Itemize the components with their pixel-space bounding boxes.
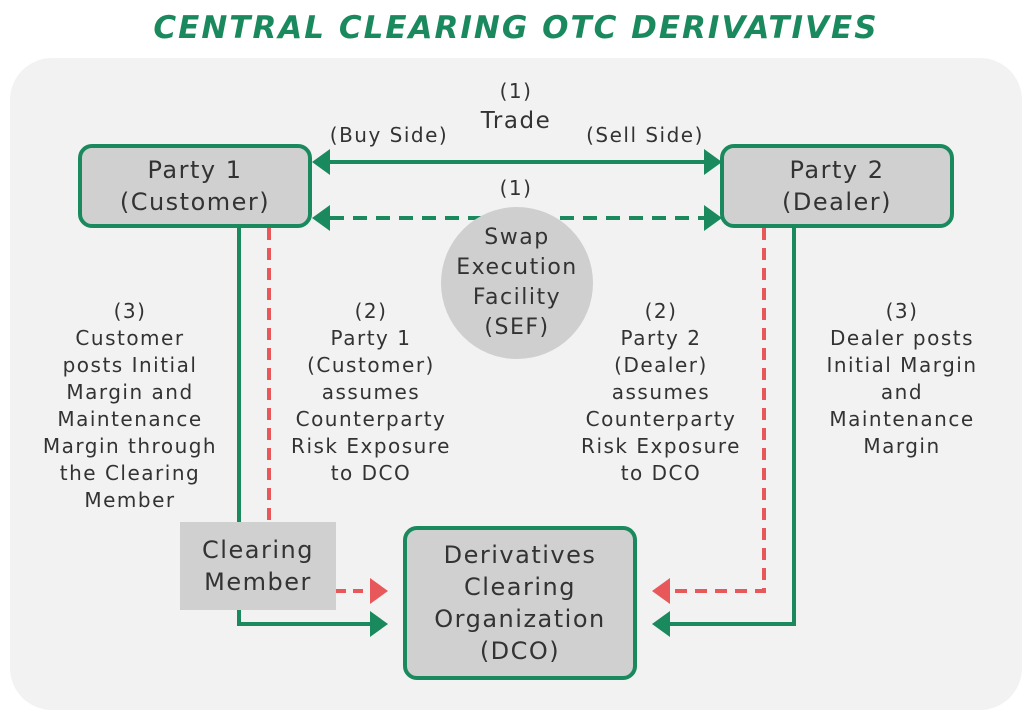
dealer-margin-label: (3) Dealer posts Initial Margin and Main… [810,298,994,460]
label-line: Margin and [66,380,194,404]
sell-side-label: (Sell Side) [586,123,704,147]
clearing-member-line: Member [204,568,312,596]
label-line: Party 2 [620,326,702,350]
party2-role: (Dealer) [782,188,892,216]
dco-line: (DCO) [479,637,561,665]
party1-role: (Customer) [119,188,271,216]
label-line: assumes [611,380,711,404]
diagram-title: CENTRAL CLEARING OTC DERIVATIVES [153,10,879,46]
label-line: Member [84,488,176,512]
dco-box: Derivatives Clearing Organization (DCO) [403,526,637,680]
label-line: Party 1 [330,326,412,350]
sef-step-number: (1) [499,176,533,200]
label-line: Dealer posts [829,326,974,350]
label-line: Customer [75,326,185,350]
customer-margin-path [237,228,372,626]
party1-risk-label: (2) Party 1 (Customer) assumes Counterpa… [278,298,464,487]
label-line: (2) [354,299,388,323]
clearing-member-risk-arrowhead [370,578,388,604]
dco-line: Clearing [464,573,576,601]
label-line: Counterparty [295,407,447,431]
label-line: Initial Margin [826,353,978,377]
label-line: (3) [885,299,919,323]
label-line: to DCO [620,461,702,485]
label-line: and [880,380,924,404]
label-line: Risk Exposure [581,434,741,458]
party1-name: Party 1 [147,156,243,184]
sef-line: Execution [456,255,578,280]
label-line: Maintenance [57,407,203,431]
label-line: Maintenance [829,407,975,431]
trade-step-number: (1) [499,79,533,103]
sef-line: (SEF) [484,315,550,340]
sef-circle: Swap Execution Facility (SEF) [441,207,593,359]
buy-side-label: (Buy Side) [329,123,449,147]
sef-line: Facility [472,285,562,310]
clearing-member-line: Clearing [202,536,314,564]
trade-arrowhead-right [704,149,722,175]
sef-line: Swap [484,225,550,250]
label-line: Counterparty [585,407,737,431]
label-line: (Dealer) [614,353,708,377]
label-line: (2) [644,299,678,323]
trade-label: Trade [480,108,552,134]
dco-line: Derivatives [443,541,597,569]
label-line: to DCO [330,461,412,485]
clearing-member-box: Clearing Member [180,522,336,610]
label-line: Margin [863,434,941,458]
sef-arrowhead-right [704,205,722,231]
dealer-margin-arrowhead [652,611,670,637]
label-line: posts Initial [62,353,198,377]
party2-risk-label: (2) Party 2 (Dealer) assumes Counterpart… [568,298,754,487]
customer-margin-arrowhead [370,611,388,637]
label-line: (3) [113,299,147,323]
party1-box: Party 1 (Customer) [78,144,312,228]
label-line: Risk Exposure [291,434,451,458]
label-line: Margin through [42,434,218,458]
party2-risk-arrowhead [652,578,670,604]
dco-line: Organization [434,605,606,633]
party2-box: Party 2 (Dealer) [720,144,954,228]
sef-arrowhead-left [312,205,330,231]
party2-name: Party 2 [789,156,885,184]
customer-margin-label: (3) Customer posts Initial Margin and Ma… [28,298,232,514]
dealer-margin-path [668,228,796,626]
trade-arrowhead-left [312,149,330,175]
label-line: (Customer) [307,353,435,377]
label-line: assumes [321,380,421,404]
label-line: the Clearing [59,461,201,485]
party2-risk-path [668,228,766,593]
